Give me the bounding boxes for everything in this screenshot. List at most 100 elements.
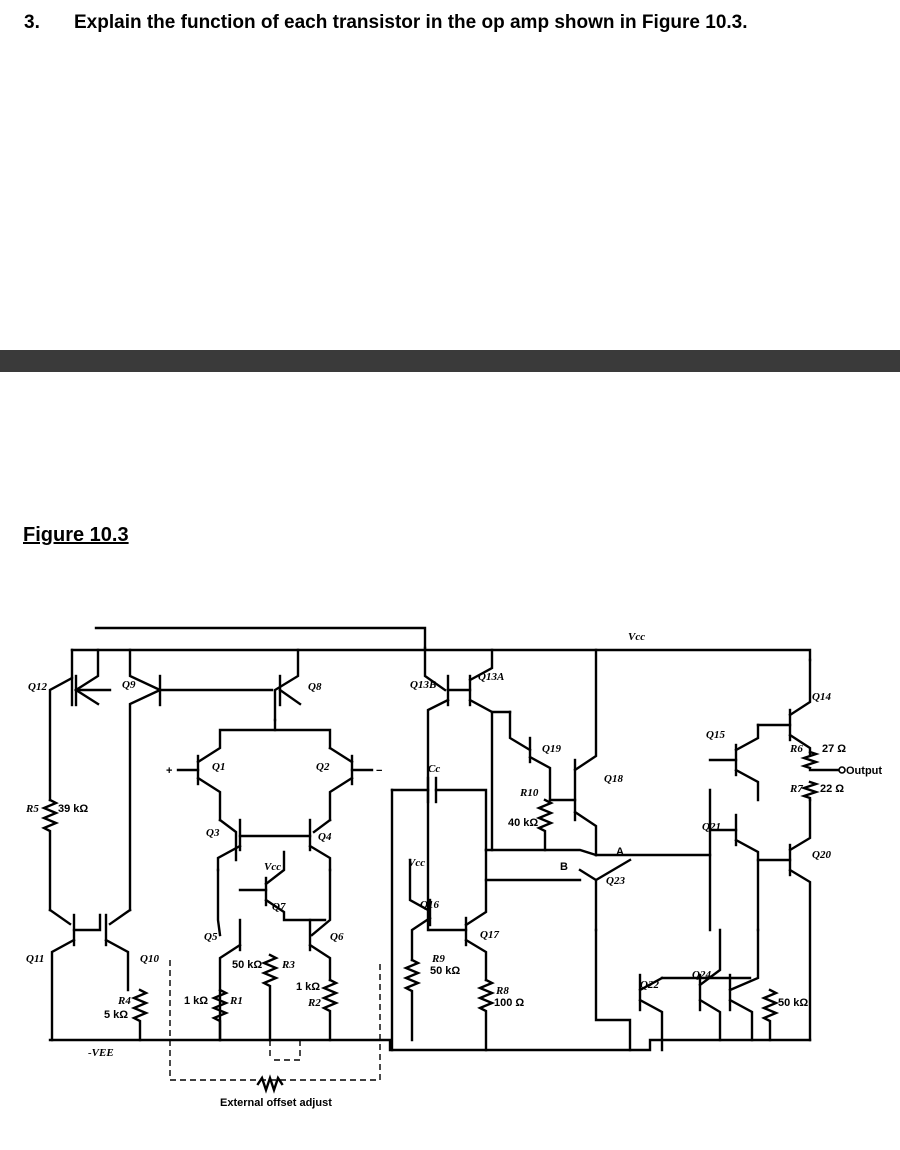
capacitor-cc bbox=[390, 776, 488, 1052]
resistor-r9 bbox=[402, 958, 422, 1042]
transistor-q11 bbox=[48, 908, 102, 1042]
label-q18: Q18 bbox=[604, 773, 623, 785]
question-text: Explain the function of each transistor … bbox=[74, 12, 748, 33]
value-r8: 100 Ω bbox=[494, 997, 524, 1009]
resistor-r6 bbox=[800, 750, 820, 770]
resistor-r50 bbox=[760, 988, 780, 1042]
value-r1: 1 kΩ bbox=[184, 995, 208, 1007]
label-q20: Q20 bbox=[812, 849, 831, 861]
label-cc: Cc bbox=[428, 763, 440, 775]
label-q21: Q21 bbox=[702, 821, 721, 833]
output-terminal-icon bbox=[838, 766, 846, 774]
label-vcc-local2: Vcc bbox=[408, 857, 425, 869]
transistor-q6 bbox=[308, 868, 332, 982]
transistor-q22 bbox=[638, 973, 664, 1052]
resistor-r5 bbox=[40, 798, 60, 912]
label-q15: Q15 bbox=[706, 729, 725, 741]
label-node-b: B bbox=[560, 861, 568, 873]
bottom-rail bbox=[48, 1038, 812, 1052]
transistor-q8 bbox=[158, 648, 302, 722]
label-r2: R2 bbox=[307, 997, 321, 1009]
label-r3: R3 bbox=[281, 959, 295, 971]
label-q19: Q19 bbox=[542, 743, 561, 755]
transistor-q12 bbox=[48, 648, 112, 802]
transistor-q19 bbox=[490, 710, 552, 802]
resistor-r4 bbox=[130, 988, 150, 1042]
transistor-q10 bbox=[104, 908, 132, 992]
label-r4: R4 bbox=[117, 995, 131, 1007]
resistor-r2 bbox=[320, 978, 340, 1042]
label-r9: R9 bbox=[431, 953, 445, 965]
resistor-r3 bbox=[260, 953, 280, 1042]
value-r3: 50 kΩ bbox=[232, 959, 262, 971]
label-r5: R5 bbox=[25, 803, 39, 815]
figure-title: Figure 10.3 bbox=[23, 524, 129, 546]
value-r2: 1 kΩ bbox=[296, 981, 320, 993]
resistor-r7 bbox=[800, 768, 842, 802]
label-q9: Q9 bbox=[122, 679, 136, 691]
label-q24: Q24 bbox=[692, 969, 711, 981]
label-plus: + bbox=[166, 765, 172, 777]
value-r4: 5 kΩ bbox=[104, 1009, 128, 1021]
label-r8: R8 bbox=[495, 985, 509, 997]
transistor-q16 bbox=[408, 858, 432, 962]
label-q11: Q11 bbox=[26, 953, 44, 965]
transistor-q23 bbox=[578, 858, 632, 1052]
label-q3: Q3 bbox=[206, 827, 220, 839]
value-r6: 27 Ω bbox=[822, 743, 846, 755]
label-q1: Q1 bbox=[212, 761, 225, 773]
transistor-q14 bbox=[756, 658, 812, 757]
label-r6: R6 bbox=[789, 743, 803, 755]
label-minus: − bbox=[376, 765, 382, 777]
label-q2: Q2 bbox=[316, 761, 330, 773]
transistor-q18 bbox=[548, 648, 598, 857]
transistor-q24 bbox=[660, 928, 760, 1042]
label-vee: -VEE bbox=[88, 1047, 114, 1059]
section-divider bbox=[0, 350, 900, 372]
label-r1: R1 bbox=[229, 995, 243, 1007]
transistor-q4 bbox=[308, 818, 332, 872]
label-q12: Q12 bbox=[28, 681, 47, 693]
label-offset: External offset adjust bbox=[220, 1097, 332, 1109]
value-r7: 22 Ω bbox=[820, 783, 844, 795]
resistor-r1 bbox=[210, 988, 230, 1042]
offset-network bbox=[169, 960, 381, 1094]
transistor-q15 bbox=[708, 723, 760, 802]
transistor-q2 bbox=[273, 718, 374, 822]
label-q17: Q17 bbox=[480, 929, 499, 941]
label-vcc: Vcc bbox=[628, 631, 645, 643]
transistor-q7 bbox=[238, 850, 327, 922]
label-output: Output bbox=[846, 765, 882, 777]
label-r10: R10 bbox=[519, 787, 539, 799]
transistor-q21 bbox=[708, 788, 760, 932]
label-q13a: Q13A bbox=[478, 671, 504, 683]
label-r7: R7 bbox=[789, 783, 803, 795]
value-r9: 50 kΩ bbox=[430, 965, 460, 977]
transistor-q20 bbox=[756, 798, 812, 1042]
node-wiring bbox=[484, 848, 712, 882]
label-q10: Q10 bbox=[140, 953, 159, 965]
value-r5: 39 kΩ bbox=[58, 803, 88, 815]
resistor-r10 bbox=[535, 798, 555, 852]
label-q13b: Q13B bbox=[410, 679, 436, 691]
label-q4: Q4 bbox=[318, 831, 332, 843]
label-q5: Q5 bbox=[204, 931, 218, 943]
label-q23: Q23 bbox=[606, 875, 625, 887]
label-q8: Q8 bbox=[308, 681, 322, 693]
resistor-r8 bbox=[476, 978, 496, 1052]
value-r50: 50 kΩ bbox=[778, 997, 808, 1009]
transistor-q1 bbox=[176, 728, 332, 822]
transistor-q17 bbox=[428, 848, 488, 982]
transistor-q5 bbox=[216, 868, 242, 1042]
label-q7: Q7 bbox=[272, 901, 286, 913]
value-r10: 40 kΩ bbox=[508, 817, 538, 829]
label-node-a: A bbox=[616, 846, 624, 858]
label-q6: Q6 bbox=[330, 931, 344, 943]
question-number: 3. bbox=[24, 12, 40, 33]
label-q22: Q22 bbox=[640, 979, 659, 991]
label-vcc-local1: Vcc bbox=[264, 861, 281, 873]
label-q14: Q14 bbox=[812, 691, 831, 703]
transistor-q3 bbox=[216, 818, 312, 872]
top-rails bbox=[70, 626, 812, 662]
label-q16: Q16 bbox=[420, 899, 439, 911]
